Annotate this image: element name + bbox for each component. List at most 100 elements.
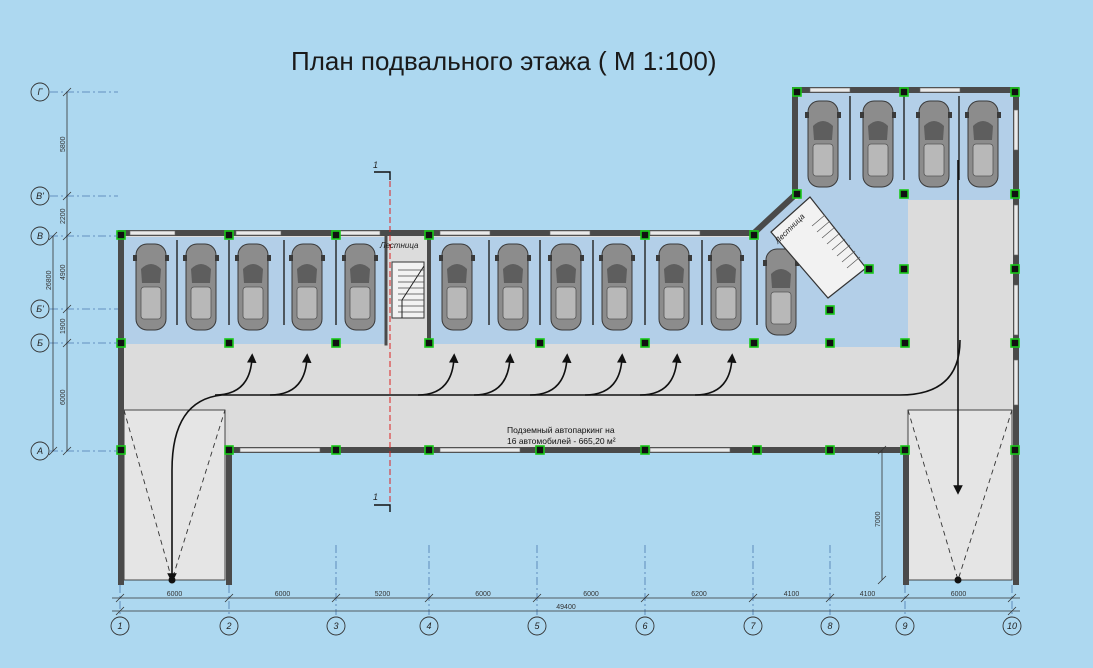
section-mark-top: 1: [373, 160, 378, 170]
column-icon: [535, 338, 545, 348]
axis-marker: [219, 616, 239, 636]
car-icon: [964, 100, 1002, 188]
stair-left-label: Лестница: [379, 241, 419, 250]
column-icon: [1010, 189, 1020, 199]
car-icon: [494, 243, 532, 331]
dimension-label: 1900: [60, 318, 67, 334]
column-icon: [825, 305, 835, 315]
column-icon: [1010, 264, 1020, 274]
axis-label: 3: [333, 621, 338, 631]
dimension-label: 5200: [375, 591, 391, 598]
column-icon: [424, 230, 434, 240]
axis-label: В: [37, 231, 43, 241]
dimension-total: 49400: [556, 604, 576, 611]
column-icon: [116, 445, 126, 455]
axis-marker: [527, 616, 547, 636]
wall-openings: [129, 87, 1019, 453]
axis-marker: [30, 299, 50, 319]
column-icon: [424, 445, 434, 455]
dimension-label: 6000: [60, 389, 67, 405]
axis-marker: [30, 441, 50, 461]
car-icon: [707, 243, 745, 331]
axis-marker: [743, 616, 763, 636]
ramp-length: 7000: [875, 511, 882, 527]
column-icon: [424, 338, 434, 348]
axis-label: 5: [534, 621, 540, 631]
parking-note-line2: 16 автомобилей - 665,20 м²: [507, 436, 616, 446]
column-icon: [224, 338, 234, 348]
dimension-group-label: 26800: [46, 270, 53, 290]
axis-label: В': [36, 191, 44, 201]
axis-label: 2: [225, 621, 231, 631]
column-icon: [825, 445, 835, 455]
dimension-label: 5800: [60, 136, 67, 152]
dimension-label: 6000: [167, 591, 183, 598]
axis-label: 4: [426, 621, 431, 631]
axis-label: 8: [827, 621, 832, 631]
dimension-label: 4100: [860, 591, 876, 598]
parking-note-line1: Подземный автопаркинг на: [507, 425, 615, 435]
ramp-endpoints: [168, 576, 962, 584]
column-icon: [224, 230, 234, 240]
column-icon: [1010, 445, 1020, 455]
axis-marker: [1002, 616, 1022, 636]
dimension-label: 4900: [60, 264, 67, 280]
traffic-arrows: [167, 160, 963, 583]
car-icon: [762, 248, 800, 336]
axis-label: 10: [1007, 621, 1017, 631]
column-icon: [899, 264, 909, 274]
axis-label: 9: [902, 621, 907, 631]
dimension-label: 6200: [691, 591, 707, 598]
column-icon: [331, 338, 341, 348]
car-icon: [804, 100, 842, 188]
dimension-label: 6000: [475, 591, 491, 598]
dimension-label: 4100: [784, 591, 800, 598]
car-icon: [341, 243, 379, 331]
car-icon: [234, 243, 272, 331]
column-icon: [640, 230, 650, 240]
column-icon: [1010, 87, 1020, 97]
column-nodes: [116, 87, 1020, 455]
axis-marker: [30, 186, 50, 206]
axis-marker: [895, 616, 915, 636]
stair-left: Лестница: [379, 241, 425, 319]
car-icon: [438, 243, 476, 331]
column-icon: [749, 338, 759, 348]
column-icon: [331, 230, 341, 240]
column-icon: [899, 87, 909, 97]
axis-marker: [110, 616, 130, 636]
column-icon: [864, 264, 874, 274]
ramp-dimension: 7000: [875, 445, 887, 585]
column-icon: [1010, 338, 1020, 348]
page-title: План подвального этажа ( М 1:100): [291, 46, 716, 76]
axis-label: Б': [36, 304, 44, 314]
car-icon: [915, 100, 953, 188]
car-icon: [655, 243, 693, 331]
ramp-right: [907, 409, 1013, 582]
column-icon: [900, 445, 910, 455]
column-icon: [640, 445, 650, 455]
column-icon: [900, 338, 910, 348]
axis-label: Б: [37, 338, 43, 348]
axis-marker: [635, 616, 655, 636]
dimension-label: 6000: [275, 591, 291, 598]
axis-marker: [30, 82, 50, 102]
column-icon: [116, 338, 126, 348]
column-icon: [640, 338, 650, 348]
column-icon: [331, 445, 341, 455]
column-icon: [899, 189, 909, 199]
dimension-label: 6000: [951, 591, 967, 598]
stair-right: Лестница: [770, 196, 867, 299]
car-icon: [547, 243, 585, 331]
column-icon: [749, 230, 759, 240]
bay-separators: [176, 96, 960, 325]
axis-marker: [820, 616, 840, 636]
car-icon: [598, 243, 636, 331]
column-icon: [792, 87, 802, 97]
axis-label: 7: [750, 621, 756, 631]
column-icon: [116, 230, 126, 240]
column-icon: [825, 338, 835, 348]
